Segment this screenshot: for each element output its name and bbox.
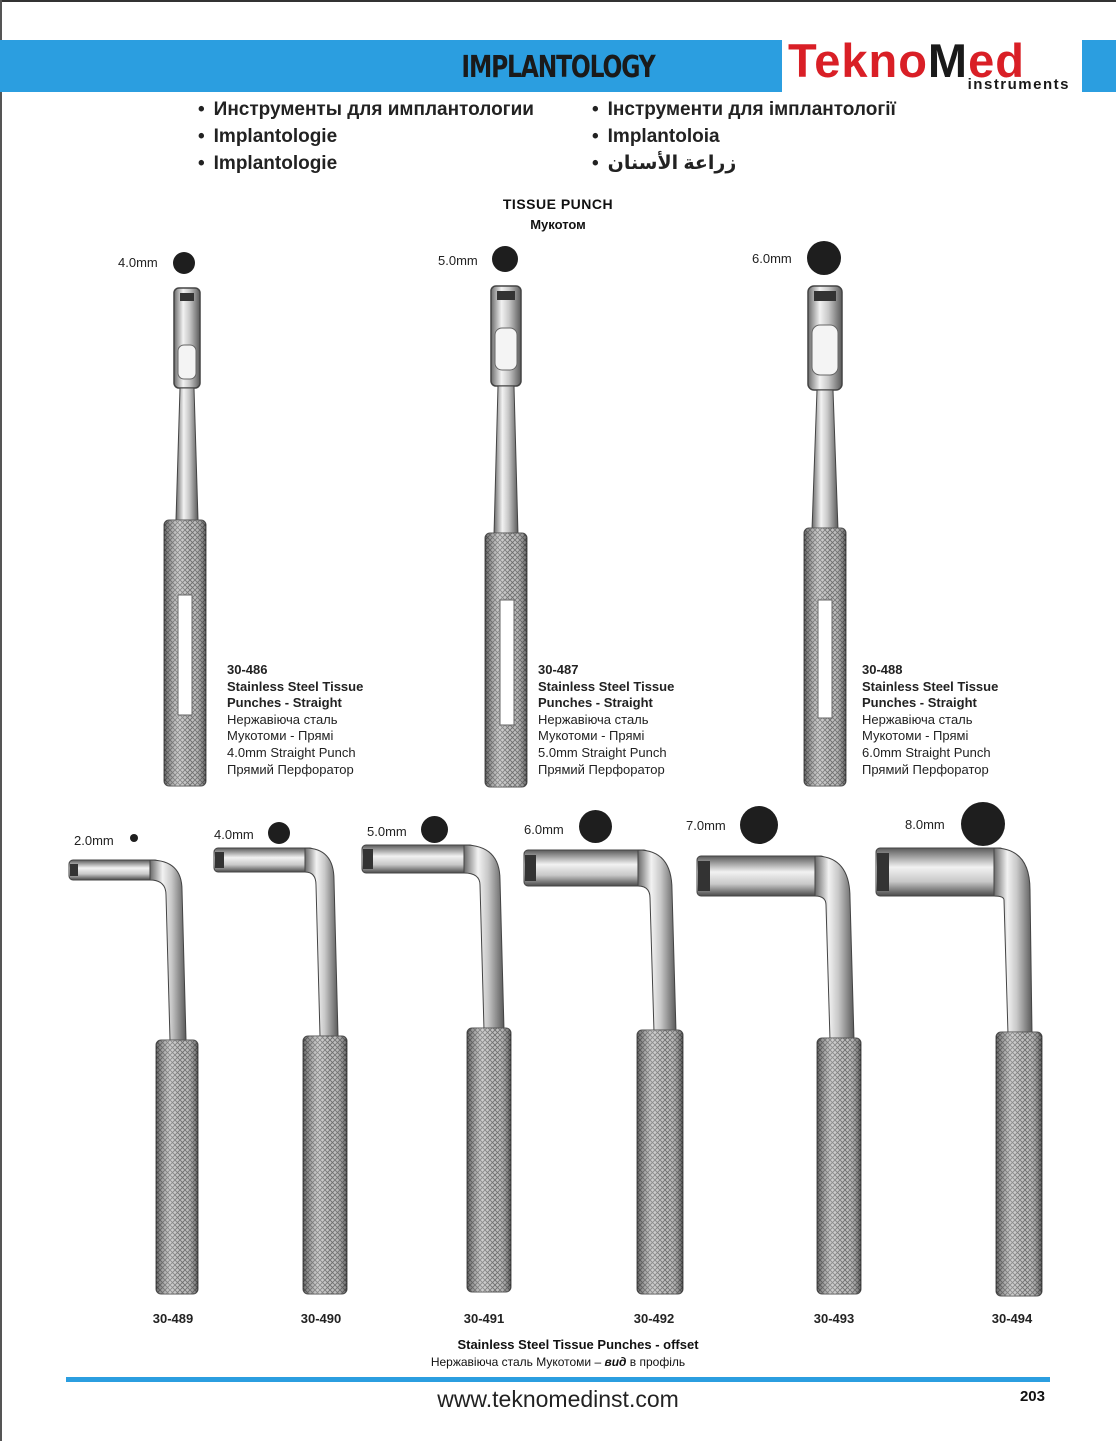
caption-emphasis: вид xyxy=(604,1355,627,1369)
size-dot xyxy=(740,806,778,844)
product-ua-line2: Мукотоми - Прямі xyxy=(227,728,334,744)
section-subtitle: Мукотом xyxy=(530,217,586,232)
product-code: 30-493 xyxy=(813,1311,855,1326)
bullet-item: Инструменты для имплантологии xyxy=(198,96,534,123)
size-label: 2.0mm xyxy=(74,833,114,848)
size-label: 8.0mm xyxy=(905,817,945,832)
size-dot xyxy=(492,246,518,272)
product-ua-line2: Мукотоми - Прямі xyxy=(862,728,969,744)
product-ua-line3: Прямий Перфоратор xyxy=(227,761,354,777)
size-label: 7.0mm xyxy=(686,818,726,833)
product-ua-line3: Прямий Перфоратор xyxy=(538,761,665,777)
product-name-line1: Stainless Steel Tissue xyxy=(227,678,364,694)
bullet-item: Implantologie xyxy=(198,123,534,150)
product-code: 30-487 xyxy=(538,662,579,677)
size-label: 5.0mm xyxy=(438,253,478,268)
size-dot xyxy=(961,802,1005,846)
size-dot xyxy=(807,241,841,275)
product-name-line1: Stainless Steel Tissue xyxy=(538,678,675,694)
size-label: 5.0mm xyxy=(367,824,407,839)
product-punch-type: 6.0mm Straight Punch xyxy=(862,744,991,760)
product-name-line2: Punches - Straight xyxy=(862,695,977,711)
bullet-list-right: Інструменти для імплантології Implantolo… xyxy=(592,96,896,177)
offset-punch-30-492 xyxy=(523,849,684,1295)
bullet-list-left: Инструменты для имплантологии Implantolo… xyxy=(198,96,534,177)
bullet-item: زراعة الأسنان xyxy=(592,150,896,177)
offset-punch-30-493 xyxy=(696,855,862,1295)
logo-background xyxy=(782,36,1082,96)
logo-subtitle: instruments xyxy=(967,76,1070,93)
product-name-line1: Stainless Steel Tissue xyxy=(862,678,999,694)
product-code: 30-486 xyxy=(227,662,268,677)
logo-part-2: M xyxy=(927,34,969,87)
product-ua-line3: Прямий Перфоратор xyxy=(862,761,989,777)
product-code: 30-491 xyxy=(463,1311,505,1326)
bullet-item: Implantoloia xyxy=(592,123,896,150)
product-name-line2: Punches - Straight xyxy=(538,695,653,711)
product-ua-line1: Нержавіюча сталь xyxy=(227,711,338,727)
logo-part-3: ed xyxy=(968,34,1025,87)
product-code: 30-492 xyxy=(633,1311,675,1326)
offset-punch-30-490 xyxy=(213,847,348,1295)
size-label: 6.0mm xyxy=(524,822,564,837)
product-ua-line1: Нержавіюча сталь xyxy=(538,711,649,727)
offset-punch-30-489 xyxy=(68,859,199,1295)
size-label: 4.0mm xyxy=(214,827,254,842)
product-description-30-488: 30-488 Stainless Steel Tissue Punches - … xyxy=(862,662,998,778)
straight-punch-30-486 xyxy=(163,287,207,787)
product-name-line2: Punches - Straight xyxy=(227,695,342,711)
offset-punch-30-494 xyxy=(875,847,1043,1297)
size-dot xyxy=(421,816,448,843)
offset-caption-ua: Нержавіюча сталь Мукотоми – вид в профіл… xyxy=(0,1355,1116,1369)
top-border xyxy=(0,0,1116,2)
product-punch-type: 5.0mm Straight Punch xyxy=(538,744,667,760)
caption-part: в профіль xyxy=(626,1355,686,1369)
footer-divider xyxy=(66,1377,1050,1382)
footer-website: www.teknomedinst.com xyxy=(437,1386,679,1412)
size-label: 6.0mm xyxy=(752,251,792,266)
size-dot xyxy=(579,810,612,843)
bullet-item: Інструменти для імплантології xyxy=(592,96,896,123)
left-border xyxy=(0,0,2,1441)
offset-punch-30-491 xyxy=(361,844,512,1293)
product-description-30-487: 30-487 Stainless Steel Tissue Punches - … xyxy=(538,662,674,778)
size-label: 4.0mm xyxy=(118,255,158,270)
product-ua-line2: Мукотоми - Прямі xyxy=(538,728,645,744)
product-code: 30-490 xyxy=(300,1311,342,1326)
caption-part: Нержавіюча сталь Мукотоми – xyxy=(430,1355,605,1369)
product-code: 30-494 xyxy=(991,1311,1033,1326)
bullet-item: Implantologie xyxy=(198,150,534,177)
section-title: TISSUE PUNCH xyxy=(502,196,614,212)
size-dot xyxy=(130,834,138,842)
offset-caption: Stainless Steel Tissue Punches - offset xyxy=(457,1337,699,1352)
logo-part-1: Tekno xyxy=(788,34,928,87)
brand-logo: TeknoMed xyxy=(788,34,1025,88)
product-description-30-486: 30-486 Stainless Steel Tissue Punches - … xyxy=(227,662,363,778)
size-dot xyxy=(173,252,195,274)
product-code: 30-488 xyxy=(862,662,903,677)
product-ua-line1: Нержавіюча сталь xyxy=(862,711,973,727)
page-title: IMPLANTOLOGY xyxy=(461,50,655,85)
page-number: 203 xyxy=(1019,1388,1045,1405)
product-code: 30-489 xyxy=(152,1311,194,1326)
product-punch-type: 4.0mm Straight Punch xyxy=(227,744,356,760)
straight-punch-30-488 xyxy=(803,285,847,787)
straight-punch-30-487 xyxy=(484,285,528,788)
size-dot xyxy=(268,822,290,844)
